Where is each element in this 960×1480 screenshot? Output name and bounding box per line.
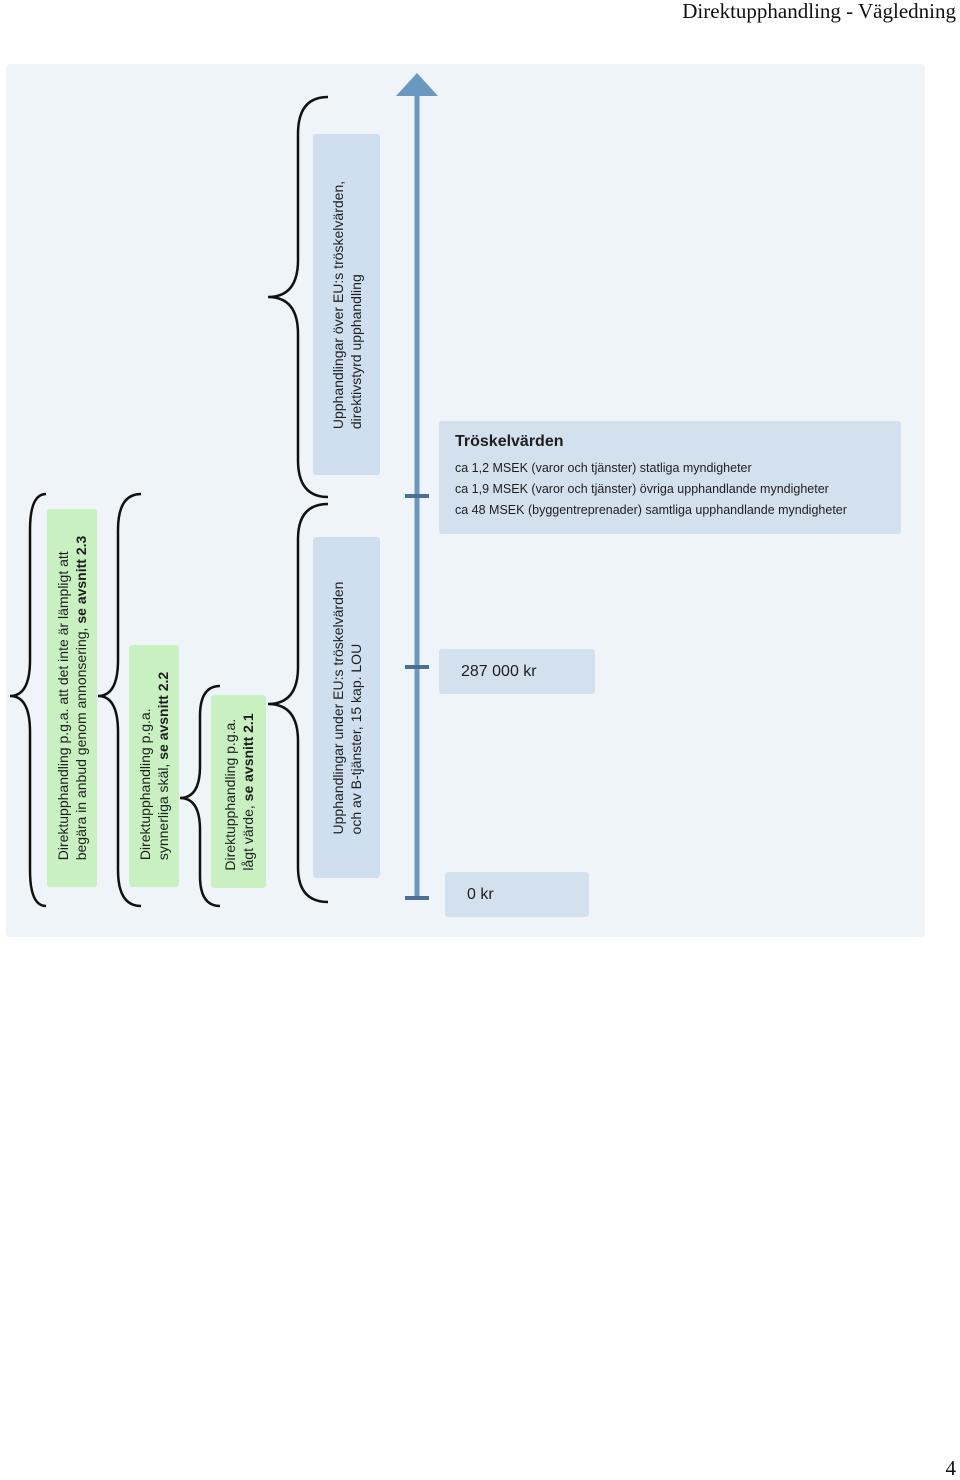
below-eu-thresholds-box: Upphandlingar under EU:s tröskelvärden o…: [313, 537, 380, 878]
direct-procurement-2-2-box: Direktupphandling p.g.a. synnerliga skäl…: [129, 645, 179, 887]
box-2-2-line1: Direktupphandling p.g.a.: [137, 708, 153, 861]
page-number: 4: [945, 1456, 957, 1480]
brace-above-eu: [267, 95, 329, 499]
threshold-line-2: ca 1,9 MSEK (varor och tjänster) övriga …: [455, 482, 829, 496]
box-2-1-line1: Direktupphandling p.g.a.: [221, 718, 238, 871]
zero-text: 0 kr: [467, 885, 494, 903]
above-eu-line2: direktivstyrd upphandling: [347, 273, 364, 429]
limit-287000-text: 287 000 kr: [461, 662, 537, 680]
brace-2-2: [97, 492, 142, 908]
direct-procurement-2-1-box: Direktupphandling p.g.a. lågt värde, se …: [211, 695, 266, 888]
limit-287000-label: 287 000 kr: [439, 649, 595, 694]
box-2-1-line2: lågt värde, se avsnitt 2.1: [239, 712, 256, 871]
below-eu-line1: Upphandlingar under EU:s tröskelvärden: [329, 581, 346, 834]
zero-label: 0 kr: [445, 872, 589, 917]
box-2-2-line2: synnerliga skäl, se avsnitt 2.2: [155, 671, 171, 861]
thresholds-title: Tröskelvärden: [455, 433, 564, 450]
brace-below-eu: [267, 502, 329, 904]
above-eu-thresholds-box: Upphandlingar över EU:s tröskelvärden, d…: [313, 134, 380, 475]
above-eu-line1: Upphandlingar över EU:s tröskelvärden,: [329, 180, 346, 429]
figure-graphics: [9, 73, 438, 908]
thresholds-box: Tröskelvärden ca 1,2 MSEK (varor och tjä…: [439, 421, 901, 534]
box-2-3-line2: begära in anbud genom annonsering, se av…: [73, 535, 89, 861]
direct-procurement-2-3-box: Direktupphandling p.g.a. att det inte är…: [47, 509, 97, 887]
brace-2-1: [179, 684, 221, 908]
brace-2-3: [9, 492, 47, 908]
axis-arrowhead: [396, 73, 438, 96]
threshold-line-3: ca 48 MSEK (byggentreprenader) samtliga …: [455, 503, 847, 517]
box-2-3-line1: Direktupphandling p.g.a. att det inte är…: [55, 551, 71, 861]
below-eu-line2: och av B-tjänster, 15 kap. LOU: [347, 643, 364, 834]
threshold-line-1: ca 1,2 MSEK (varor och tjänster) statlig…: [455, 461, 752, 475]
procurement-threshold-figure: Direktupphandling p.g.a. att det inte är…: [6, 64, 925, 937]
page-header: Direktupphandling - Vägledning: [682, 0, 956, 23]
